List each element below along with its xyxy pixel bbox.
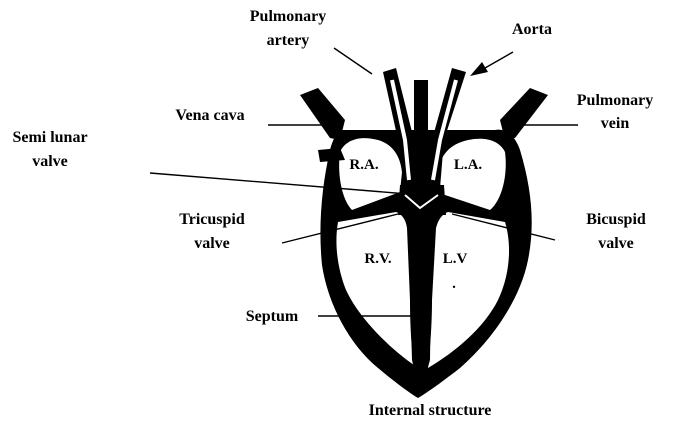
label-semi-lunar-valve-line1: Semi lunar <box>12 129 87 146</box>
label-chamber-lv: L.V <box>443 251 468 267</box>
leader-pulmonary-artery <box>334 48 372 74</box>
label-pulmonary-vein-line2: vein <box>601 115 630 132</box>
label-tricuspid-valve-line2: valve <box>194 235 230 252</box>
heart-illustration <box>300 68 548 398</box>
label-tricuspid-valve-line1: Tricuspid <box>179 211 245 228</box>
label-septum: Septum <box>246 308 299 325</box>
label-chamber-ra: R.A. <box>349 157 378 173</box>
label-chamber-lv-dot: . <box>452 276 456 292</box>
label-bicuspid-valve-line1: Bicuspid <box>586 211 646 228</box>
central-trunk <box>414 80 428 200</box>
aorta-arrowhead <box>470 62 488 76</box>
pulmonary-vein-vessel <box>500 88 548 140</box>
label-chamber-rv: R.V. <box>364 251 391 267</box>
caption: Internal structure <box>369 402 492 419</box>
valve-region <box>398 185 446 215</box>
label-bicuspid-valve-line2: valve <box>598 235 634 252</box>
label-aorta: Aorta <box>512 21 552 38</box>
label-semi-lunar-valve-line2: valve <box>32 153 68 170</box>
label-pulmonary-artery-line1: Pulmonary <box>250 8 326 25</box>
label-vena-cava: Vena cava <box>175 107 244 124</box>
label-chamber-la: L.A. <box>454 157 483 173</box>
vena-cava-vessel <box>300 88 345 140</box>
label-pulmonary-artery-line2: artery <box>267 32 310 49</box>
label-pulmonary-vein-line1: Pulmonary <box>577 92 653 109</box>
